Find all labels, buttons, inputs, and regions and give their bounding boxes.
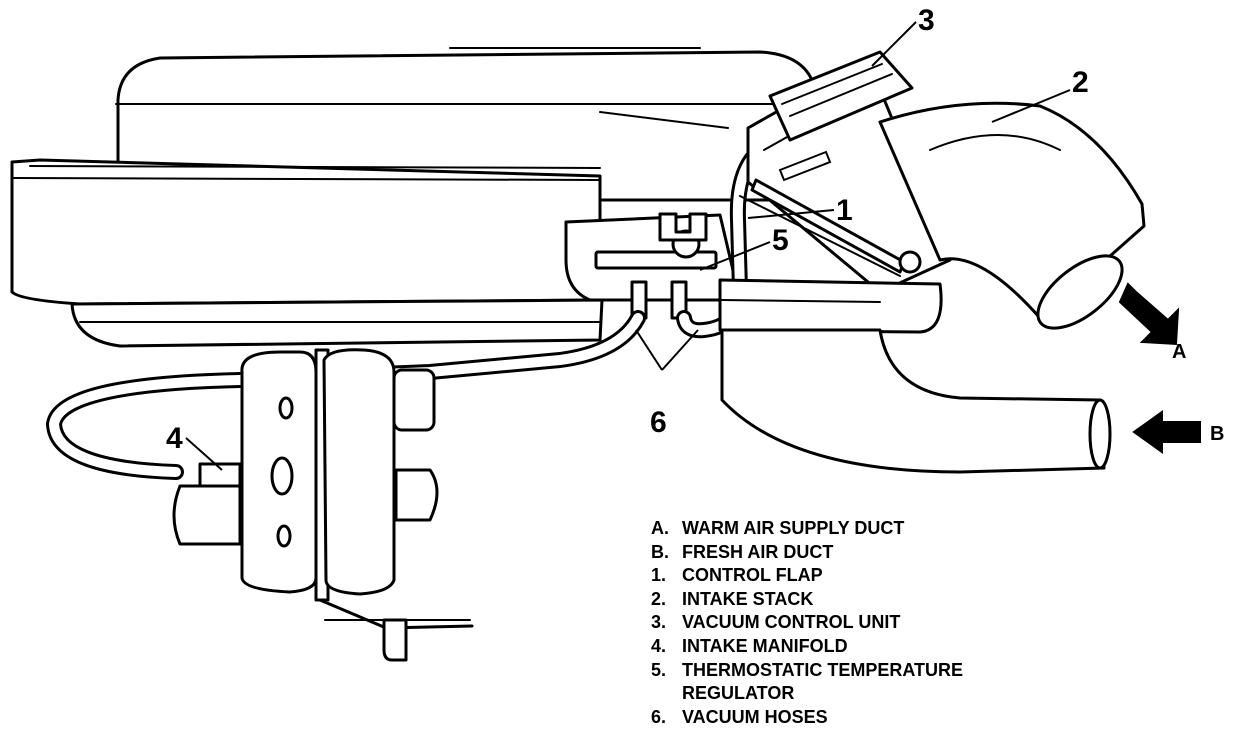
legend-item: B.FRESH AIR DUCT	[651, 541, 834, 562]
callout-3: 3	[918, 4, 935, 37]
label-fresh-air-b: B	[1210, 423, 1224, 445]
fresh-air-duct	[720, 328, 1112, 474]
legend-item: 6.VACUUM HOSES	[651, 706, 828, 727]
legend-item: A.WARM AIR SUPPLY DUCT	[651, 518, 905, 538]
legend-item-continuation: REGULATOR	[682, 683, 795, 704]
legend-item: 1.CONTROL FLAP	[651, 565, 823, 586]
callout-6: 6	[650, 406, 667, 439]
duct-junction	[718, 278, 943, 334]
label-warm-air-a: A	[1172, 341, 1186, 363]
legend-item: 2.INTAKE STACK	[651, 588, 814, 609]
intake-manifold	[172, 348, 474, 662]
callout-5: 5	[772, 224, 789, 257]
warm-air-arrow-icon	[1118, 282, 1180, 346]
thermostatic-temperature-regulator	[564, 212, 742, 320]
legend-item: 3.VACUUM CONTROL UNIT	[651, 612, 901, 633]
callout-1: 1	[836, 194, 853, 227]
legend-item: 4.INTAKE MANIFOLD	[651, 635, 848, 656]
callout-4: 4	[166, 422, 183, 455]
fresh-air-arrow-icon	[1132, 410, 1201, 454]
air-cleaner-housing	[10, 47, 814, 348]
parts-legend: A.WARM AIR SUPPLY DUCT B.FRESH AIR DUCT …	[651, 517, 963, 729]
intake-stack	[878, 101, 1146, 330]
leader-lines	[185, 21, 1071, 471]
callout-2: 2	[1072, 66, 1089, 99]
legend-item: 5.THERMOSTATIC TEMPERATURE	[651, 659, 963, 680]
vacuum-control-unit	[768, 50, 914, 142]
